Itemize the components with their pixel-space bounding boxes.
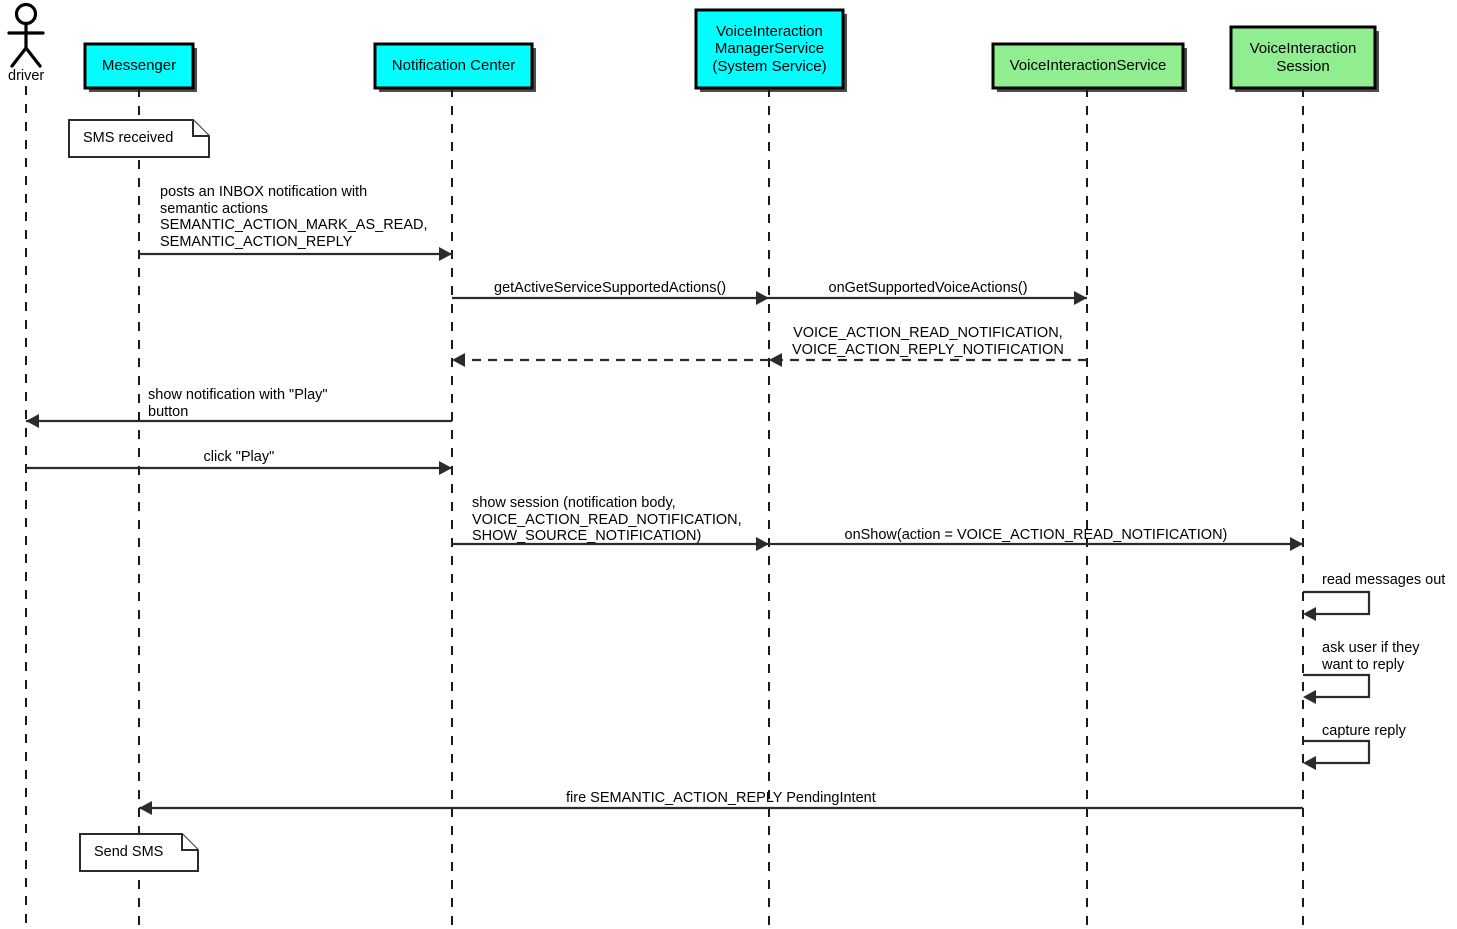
message-msg-click-play: [26, 461, 452, 475]
note-fold-corner-note-send-sms: [181, 834, 198, 851]
note-fold-corner-note-sms-received: [192, 120, 209, 137]
self-message-self-msg-ask-user-if-they-want-to-reply: [1303, 673, 1371, 704]
participant-label-voice-interaction-session: VoiceInteraction Session: [1249, 40, 1357, 75]
message-label-msg-click-play: click "Play": [203, 449, 275, 465]
participant-box-voice-interaction-manager-service[interactable]: [694, 8, 845, 90]
message-msg-return-voice-actions-to-notification-center: [452, 353, 769, 367]
participant-box-voice-interaction-service[interactable]: [991, 42, 1185, 90]
participant-label-messenger: Messenger: [101, 57, 177, 75]
participant-box-voice-interaction-session[interactable]: [1229, 25, 1377, 90]
message-label-msg-show-notification-with-play-button: show notification with "Play" button: [148, 387, 328, 420]
message-msg-on-get-supported-voice-actions: [769, 291, 1087, 305]
message-msg-post-inbox-notification: [139, 247, 452, 261]
self-message-label-self-msg-ask-user-if-they-want-to-reply: ask user if they want to reply: [1322, 640, 1420, 673]
participant-label-notification-center: Notification Center: [391, 57, 516, 75]
message-label-msg-on-get-supported-voice-actions: onGetSupportedVoiceActions(): [828, 280, 1028, 296]
actor-label-driver: driver: [8, 68, 45, 84]
message-msg-show-notification-with-play-button: [26, 414, 452, 428]
self-message-label-self-msg-read-messages-out: read messages out: [1322, 572, 1446, 588]
participant-box-messenger[interactable]: [83, 42, 195, 90]
message-msg-return-voice-actions-to-manager: [769, 353, 1087, 367]
message-msg-show-session: [452, 537, 769, 551]
self-message-label-self-msg-capture-reply: capture reply: [1322, 723, 1406, 739]
actor-driver: [7, 2, 45, 68]
message-msg-on-show-action-read-notification: [769, 537, 1303, 551]
message-label-msg-on-show-action-read-notification: onShow(action = VOICE_ACTION_READ_NOTIFI…: [844, 527, 1228, 543]
participant-label-voice-interaction-service: VoiceInteractionService: [1009, 57, 1167, 75]
note-text-note-sms-received: SMS received: [83, 129, 174, 146]
participant-box-notification-center[interactable]: [373, 42, 534, 90]
note-text-note-send-sms: Send SMS: [94, 843, 164, 860]
note-shape-note-sms-received: [68, 119, 210, 158]
message-msg-fire-semantic-action-reply-pending-intent: [139, 801, 1303, 815]
note-shape-note-send-sms: [79, 833, 199, 872]
message-msg-get-active-service-supported-actions: [452, 291, 769, 305]
message-label-msg-show-session: show session (notification body, VOICE_A…: [472, 495, 742, 544]
message-label-msg-fire-semantic-action-reply-pending-intent: fire SEMANTIC_ACTION_REPLY PendingIntent: [566, 790, 876, 806]
message-label-msg-return-voice-actions-to-manager: VOICE_ACTION_READ_NOTIFICATION, VOICE_AC…: [792, 325, 1064, 358]
self-message-self-msg-capture-reply: [1303, 739, 1371, 770]
self-message-self-msg-read-messages-out: [1303, 590, 1371, 621]
message-label-msg-post-inbox-notification: posts an INBOX notification with semanti…: [160, 184, 428, 250]
participant-label-voice-interaction-manager-service: VoiceInteraction ManagerService (System …: [712, 22, 827, 75]
message-label-msg-get-active-service-supported-actions: getActiveServiceSupportedActions(): [494, 280, 727, 296]
